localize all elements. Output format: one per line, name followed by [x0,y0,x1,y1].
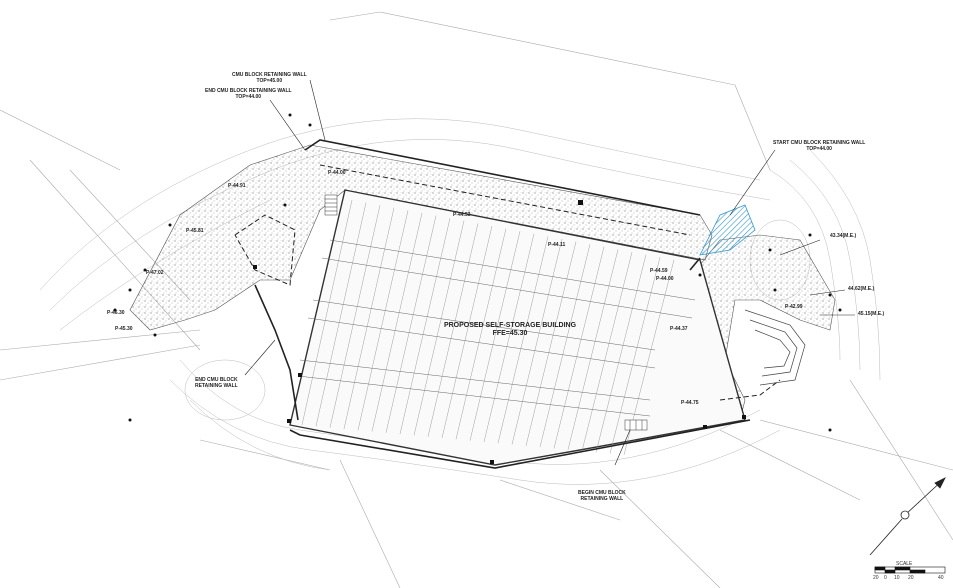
storage-unit-divider [427,223,479,437]
storage-unit-divider [343,207,395,429]
end-cmu-left-callout: END CMU BLOCK RETAINING WALL [195,377,238,389]
storage-unit-divider [609,257,661,454]
callout-line: RETAINING WALL [580,496,624,502]
scale-tick: 0 [884,575,887,581]
storage-unit-divider [511,238,563,445]
storage-unit-divider [301,199,353,426]
begin-cmu-callout: BEGIN CMU BLOCK RETAINING WALL [578,490,626,502]
cmu-wall-top-callout: CMU BLOCK RETAINING WALL TOP=45.00 [232,72,307,84]
storage-unit-divider [553,246,605,449]
match-elevation: 43.34(M.E.) [830,233,857,239]
building-footprint [289,189,746,466]
retaining-wall-dashed [234,164,781,401]
spot-elevation: P-45.30 [115,326,133,332]
callout-line: TOP=45.00 [256,78,283,84]
scale-tick: 20 [908,575,914,581]
scale-tick: 10 [894,575,900,581]
spot-elevation: P-44.11 [548,242,566,248]
gravel-area [129,144,836,421]
match-elevation: 45.15(M.E.) [858,311,885,317]
scale-tick: 20 [873,575,879,581]
storage-unit-divider [357,210,409,431]
storage-unit-divider [581,251,633,452]
spot-elevation: P-42.99 [785,304,803,310]
storage-unit-divider [455,228,507,440]
storage-unit-divider [315,202,367,427]
spot-elevation: P-44.00 [656,276,674,282]
start-cmu-callout: START CMU BLOCK RETAINING WALL TOP=44.00 [773,140,865,152]
stairs [324,194,648,431]
callout-line: END CMU BLOCK RETAINING WALL [205,88,292,94]
spot-elevation: P-45.81 [186,228,204,234]
callout-line: RETAINING WALL [195,383,238,389]
storage-unit-divider [413,220,465,436]
storage-unit-divider [539,244,591,448]
background-linework [0,11,953,588]
building-title: PROPOSED SELF-STORAGE BUILDING FFE=45.30 [440,322,580,338]
storage-unit-divider [329,205,381,428]
building-name: PROPOSED SELF-STORAGE BUILDING [443,322,577,329]
callout-line: START CMU BLOCK RETAINING WALL [773,140,866,146]
site-markers [113,113,842,464]
spot-elevation: P-44.53 [453,212,471,218]
callout-line: TOP=44.00 [806,146,832,152]
spot-elevation: P-47.02 [146,270,164,276]
storage-unit-divider [441,225,493,439]
callout-line: BEGIN CMU BLOCK [578,490,626,496]
callout-line: TOP=44.00 [235,94,262,100]
swale [744,309,806,386]
building-ffe: FFE=45.30 [492,330,528,337]
storage-unit-divider [497,236,549,444]
scale-tick: 40 [938,575,944,581]
storage-unit-divider [595,254,647,453]
storage-unit-divider [483,233,535,442]
end-cmu-top-callout: END CMU BLOCK RETAINING WALL TOP=44.00 [205,88,292,100]
callout-line: CMU BLOCK RETAINING WALL [232,72,307,78]
spot-elevation: P-44.75 [681,400,699,406]
storage-unit-divider [385,215,437,433]
storage-unit-divider [469,231,521,441]
retaining-walls [254,139,751,469]
spot-elevation: P-44.00 [328,170,346,176]
storage-unit-divider [399,218,451,435]
match-elevation: 44.62(M.E.) [848,286,875,292]
callout-leaders [244,79,855,466]
scale-label: SCALE [896,561,913,567]
spot-elevation: P-44.37 [670,326,688,332]
storage-unit-divider [371,212,423,432]
spot-elevation: P-46.30 [107,310,125,316]
spot-elevation: P-44.91 [228,183,246,189]
callout-line: END CMU BLOCK [195,377,238,383]
north-arrow [869,477,946,556]
spot-elevation: P-44.59 [650,268,668,274]
highlighted-wall-section [699,204,756,256]
storage-unit-divider [567,249,619,450]
scale-bar [874,566,946,574]
storage-unit-divider [525,241,577,446]
